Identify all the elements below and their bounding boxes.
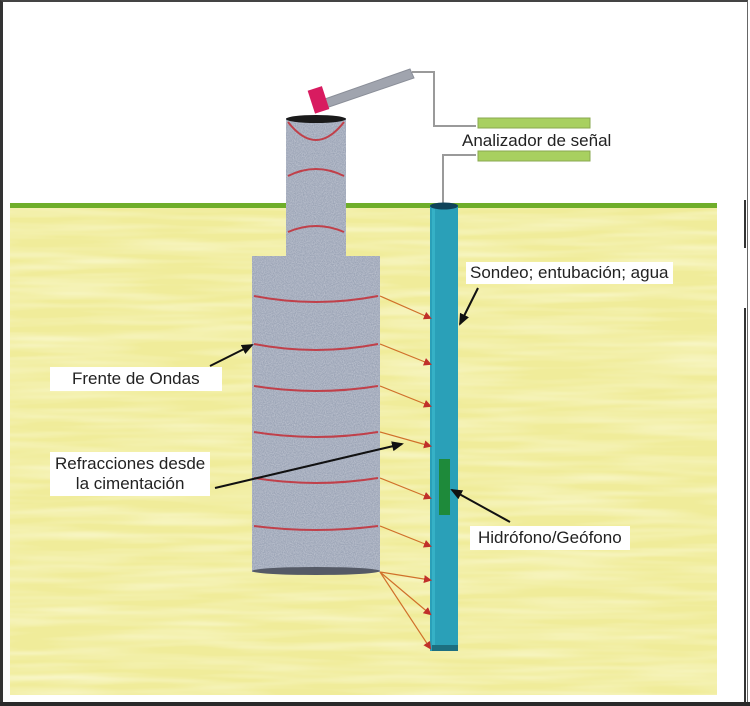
wavefronts — [253, 121, 379, 531]
refraction-arrow — [379, 295, 432, 320]
wavefront-line — [253, 385, 379, 392]
wavefront-line — [253, 343, 379, 351]
label-refractions-line1: Refracciones desde — [55, 454, 206, 473]
refraction-arrow — [379, 571, 432, 584]
borehole-leader-arrow — [459, 287, 479, 326]
hydrophone-geophone — [439, 459, 450, 515]
signal-analyzer — [477, 117, 591, 162]
wavefront-line — [287, 121, 345, 141]
refraction-arrow — [379, 431, 432, 449]
hammer-icon — [307, 68, 415, 114]
sensor-leader-arrow — [450, 489, 511, 523]
refraction-arrow — [379, 343, 432, 366]
edge-mark — [744, 308, 746, 703]
refraction-arrow — [379, 477, 432, 500]
borehole-tube — [430, 202, 458, 651]
label-refractions-line2: la cimentación — [75, 474, 185, 493]
wavefront-line — [287, 168, 345, 177]
label-signal-analyzer: Analizador de señal — [462, 131, 612, 150]
ground-surface-line — [10, 203, 717, 208]
wavefront-line — [253, 525, 379, 531]
label-wavefront: Frente de Ondas — [50, 367, 222, 391]
label-refractions: Refracciones desde la cimentación — [50, 452, 211, 496]
wavefront-line — [253, 295, 379, 303]
refraction-arrow — [379, 571, 432, 616]
wavefront-line — [253, 477, 379, 484]
wavefront-line — [253, 431, 379, 438]
trigger-cable — [412, 71, 476, 127]
refraction-arrow — [379, 525, 432, 548]
label-borehole: Sondeo; entubación; agua — [466, 262, 673, 284]
bottom-border — [0, 702, 750, 706]
edge-mark — [744, 200, 746, 248]
receiver-cable — [442, 154, 476, 205]
wavefront-leader-arrow — [209, 344, 254, 367]
refraction-arrows — [379, 295, 432, 650]
wavefront-line — [287, 225, 345, 233]
refraction-leader-arrow — [214, 441, 404, 489]
pile-foundation — [252, 115, 380, 575]
refraction-arrow — [379, 571, 432, 650]
refraction-arrow — [379, 385, 432, 408]
label-sensor: Hidrófono/Geófono — [470, 526, 630, 550]
